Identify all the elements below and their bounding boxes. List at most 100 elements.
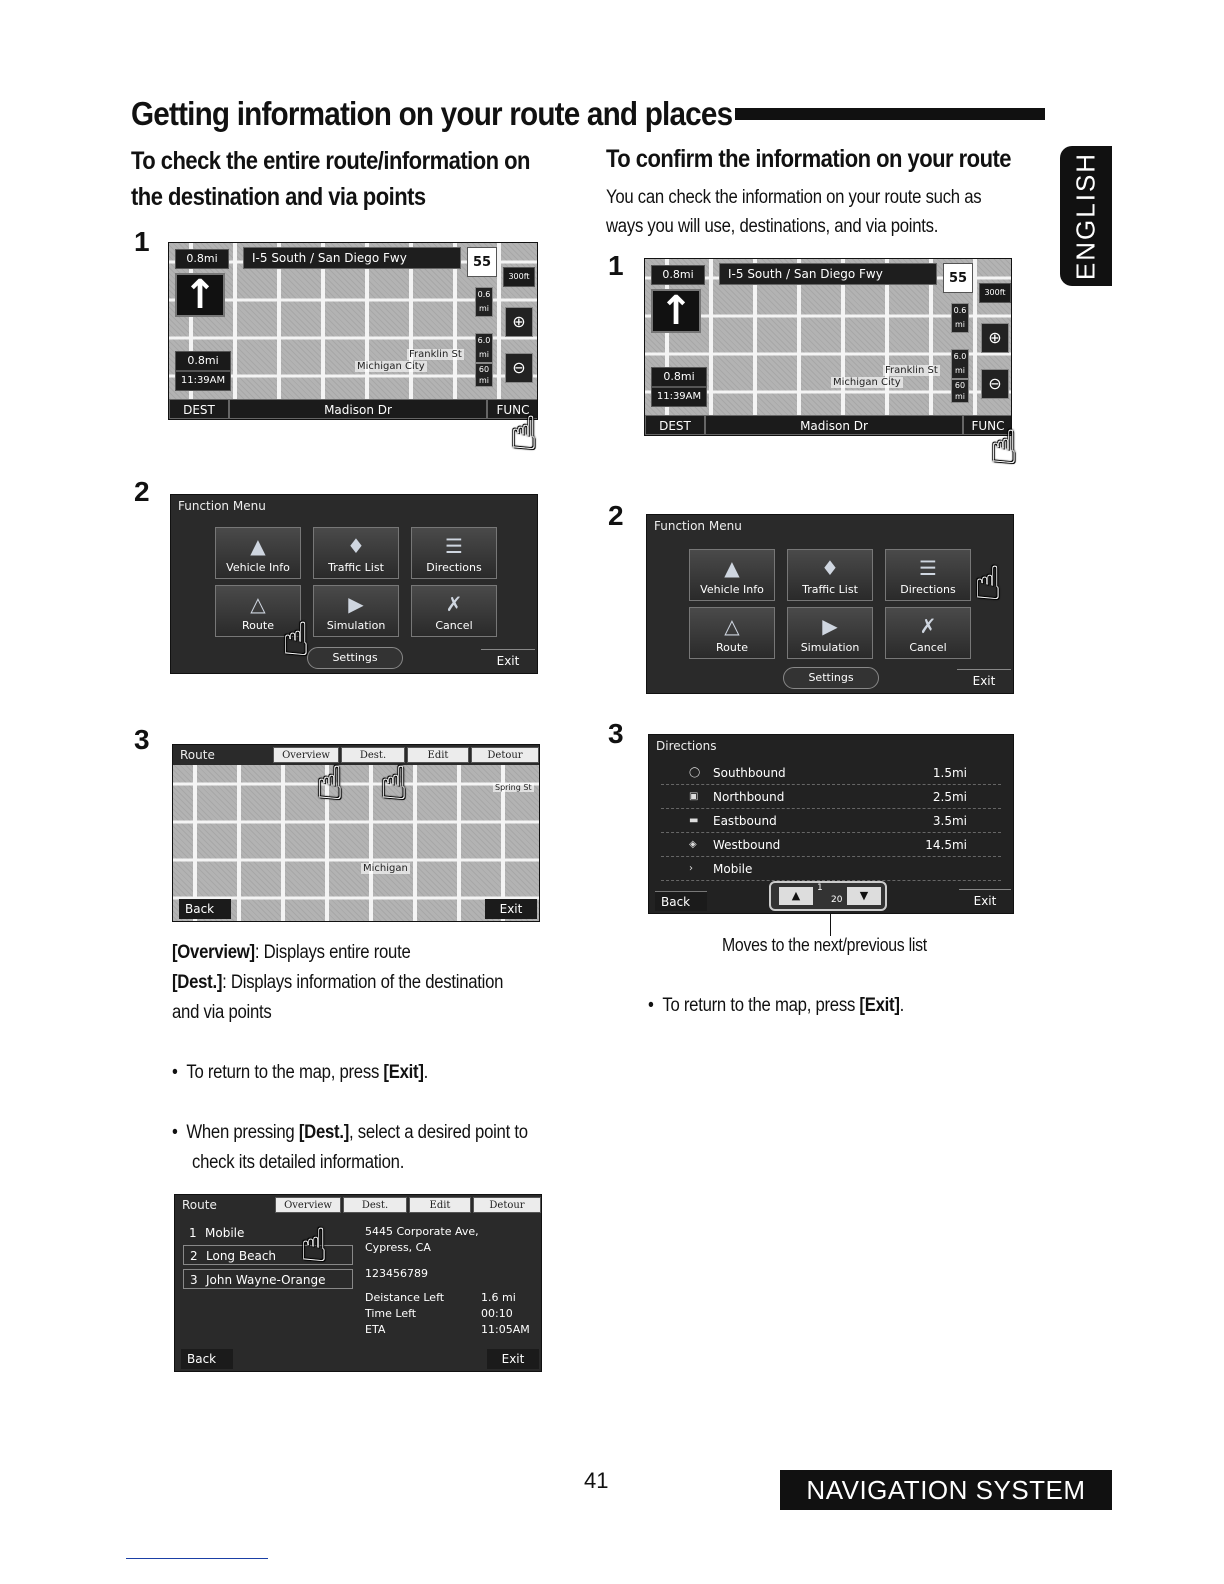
simulation-icon: ▶ <box>822 614 838 638</box>
map-street-label: Franklin St <box>407 349 464 360</box>
func-button[interactable]: FUNC <box>963 415 1011 435</box>
tab-dest[interactable]: Dest. <box>343 1197 407 1213</box>
settings-button[interactable]: Settings <box>307 647 403 669</box>
back-button[interactable]: Back <box>181 1349 233 1369</box>
function-menu-right: Function Menu ▲Vehicle Info ♦Traffic Lis… <box>646 514 1014 694</box>
route-button[interactable]: △Route <box>689 607 775 659</box>
vehicle-info-button[interactable]: ▲Vehicle Info <box>215 527 301 579</box>
function-menu-title: Function Menu <box>654 519 742 533</box>
current-road: Madison Dr <box>229 399 487 419</box>
right-intro-line2: ways you will use, destinations, and via… <box>606 216 939 237</box>
cancel-icon: ✗ <box>919 614 937 638</box>
tab-detour[interactable]: Detour <box>473 1197 541 1213</box>
tab-overview[interactable]: Overview <box>275 1197 341 1213</box>
scale-60[interactable]: 6.0 mi <box>475 333 493 363</box>
zoom-in-icon[interactable]: ⊕ <box>981 323 1009 353</box>
turn-arrow-icon <box>651 289 701 333</box>
route-screen-title: Route <box>180 748 215 762</box>
vehicle-info-button[interactable]: ▲Vehicle Info <box>689 549 775 601</box>
settings-button[interactable]: Settings <box>783 667 879 689</box>
language-tab: ENGLISH <box>1060 146 1112 286</box>
exit-button[interactable]: Exit <box>959 889 1011 912</box>
cancel-button[interactable]: ✗Cancel <box>885 607 971 659</box>
dest-button[interactable]: DEST <box>169 399 229 419</box>
exit-button[interactable]: Exit <box>481 649 535 672</box>
tab-dest[interactable]: Dest. <box>341 747 405 763</box>
right-heading: To confirm the information on your route <box>606 145 1012 173</box>
speed-limit-sign: 55 <box>943 263 973 293</box>
simulation-button[interactable]: ▶Simulation <box>313 585 399 637</box>
distance-to-turn: 0.8mi <box>175 249 229 269</box>
function-menu-left: Function Menu ▲Vehicle Info ♦Traffic Lis… <box>170 494 538 674</box>
scale-06[interactable]: 0.6 mi <box>951 303 969 333</box>
scale-60b[interactable]: 60 mi <box>475 363 493 387</box>
scale-60[interactable]: 6.0 mi <box>951 349 969 379</box>
tab-edit[interactable]: Edit <box>409 1197 471 1213</box>
tab-detour[interactable]: Detour <box>471 747 539 763</box>
page-up-button[interactable]: ▲ <box>779 887 813 905</box>
vehicle-icon: ▲ <box>250 534 266 558</box>
route-map <box>173 765 539 921</box>
page-down-button[interactable]: ▼ <box>847 887 881 905</box>
footer-rule <box>126 1558 268 1559</box>
traffic-list-button[interactable]: ♦Traffic List <box>313 527 399 579</box>
vehicle-icon: ▲ <box>724 556 740 580</box>
traffic-icon: ♦ <box>821 556 839 580</box>
callout-line <box>830 914 831 936</box>
dest-button[interactable]: DEST <box>645 415 705 435</box>
back-button[interactable]: Back <box>655 891 707 911</box>
back-button[interactable]: Back <box>179 899 231 919</box>
highway-shield-icon: ▣ <box>689 791 699 802</box>
zoom-in-icon[interactable]: ⊕ <box>505 307 533 337</box>
highway-shield-icon: ▬ <box>689 815 699 826</box>
distance-left-label: Deistance Left <box>365 1291 445 1304</box>
exit-button[interactable]: Exit <box>957 669 1011 692</box>
section-label: NAVIGATION SYSTEM <box>780 1470 1112 1510</box>
direction-row[interactable]: ›Mobile <box>661 857 1001 881</box>
page-number: 41 <box>584 1468 609 1493</box>
tab-edit[interactable]: Edit <box>407 747 469 763</box>
zoom-out-icon[interactable]: ⊖ <box>505 353 533 383</box>
pointing-hand-icon: ☝ <box>380 757 409 809</box>
directions-button[interactable]: ☰Directions <box>885 549 971 601</box>
address-line1: 5445 Corporate Ave, <box>365 1225 479 1238</box>
map-city-label: Michigan City <box>355 361 427 372</box>
list-pager: ▲ 1 20 ▼ <box>769 881 887 911</box>
simulation-icon: ▶ <box>348 592 364 616</box>
simulation-button[interactable]: ▶Simulation <box>787 607 873 659</box>
func-button[interactable]: FUNC <box>487 399 537 419</box>
map-screen-left: 0.8mi I-5 South / San Diego Fwy 55 300ft… <box>168 242 538 420</box>
map-city-label: Michigan <box>361 863 410 874</box>
left-heading-line2: the destination and via points <box>131 183 426 211</box>
current-road: Madison Dr <box>705 415 963 435</box>
clock: 11:39AM <box>651 387 707 407</box>
route-button[interactable]: △Route <box>215 585 301 637</box>
exit-button[interactable]: Exit <box>487 1349 539 1369</box>
pointing-hand-icon: ☝ <box>316 757 345 809</box>
left-step-3: 3 <box>134 724 150 755</box>
scale-06[interactable]: 0.6 mi <box>475 287 493 317</box>
directions-button[interactable]: ☰Directions <box>411 527 497 579</box>
cancel-button[interactable]: ✗Cancel <box>411 585 497 637</box>
route-icon: △ <box>250 592 266 616</box>
scale-60b[interactable]: 60 mi <box>951 379 969 403</box>
tab-overview[interactable]: Overview <box>273 747 339 763</box>
pager-callout: Moves to the next/previous list <box>722 935 927 955</box>
map-screen-right: 0.8mi I-5 South / San Diego Fwy 55 300ft… <box>644 258 1012 436</box>
right-step-2: 2 <box>608 500 624 531</box>
detail-screen-title: Route <box>182 1198 217 1212</box>
traffic-list-button[interactable]: ♦Traffic List <box>787 549 873 601</box>
distance-left-value: 1.6 mi <box>481 1291 516 1304</box>
bullet-return-left: • To return to the map, press [Exit]. <box>172 1062 429 1083</box>
time-left-value: 00:10 <box>481 1307 513 1320</box>
pointing-hand-icon: ☝ <box>282 613 311 665</box>
exit-button[interactable]: Exit <box>485 899 537 919</box>
zoom-out-icon[interactable]: ⊖ <box>981 369 1009 399</box>
